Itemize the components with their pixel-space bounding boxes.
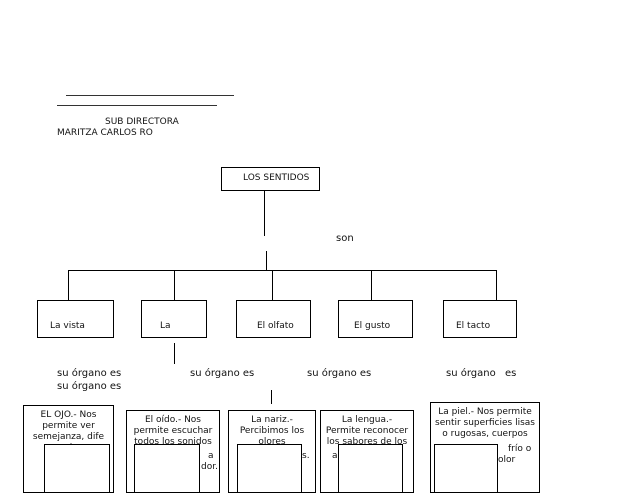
olfato-partial-s: s. <box>302 451 310 461</box>
connector-son-down <box>266 251 267 270</box>
drop-olfato <box>272 270 273 300</box>
sense-box-olfato: El olfato <box>236 300 311 338</box>
image-placeholder-tacto <box>434 444 498 493</box>
root-node: LOS SENTIDOS <box>221 167 320 191</box>
description-text-tacto: La piel.- Nos permite sentir superficies… <box>435 407 535 439</box>
description-text-gusto: La lengua.- Permite reconocer los sabore… <box>325 415 409 447</box>
tick-oido <box>174 343 175 364</box>
sense-box-oido: La <box>141 300 207 338</box>
tacto-partial-frio: frío o <box>508 444 532 454</box>
drop-vista <box>68 270 69 300</box>
signature-line-1 <box>66 95 234 96</box>
tick-olfato <box>271 390 272 404</box>
image-placeholder-vista <box>44 444 110 493</box>
sense-box-gusto: El gusto <box>338 300 413 338</box>
organ-label-oido: su órgano es <box>190 368 255 379</box>
sub-director-title: SUB DIRECTORA <box>105 117 179 127</box>
drop-tacto <box>496 270 497 300</box>
connector-label-son: son <box>336 233 354 244</box>
organ-label-tacto-1: su órgano <box>446 368 496 379</box>
sense-box-vista: La vista <box>37 300 114 338</box>
connector-root-down <box>264 191 265 236</box>
connector-horizontal <box>68 270 497 271</box>
sense-label-gusto: El gusto <box>354 321 391 331</box>
image-placeholder-gusto <box>338 444 403 493</box>
sense-label-olfato: El olfato <box>257 321 294 331</box>
oido-partial-dor: dor. <box>201 462 218 472</box>
gusto-partial-a: a <box>332 451 338 461</box>
drop-oido <box>174 270 175 300</box>
organ-label-tacto-2: es <box>505 368 517 379</box>
sense-box-tacto: El tacto <box>443 300 517 338</box>
image-placeholder-olfato <box>237 444 302 493</box>
signature-line-2 <box>57 105 217 106</box>
organ-label-vista-2: su órgano es <box>57 381 122 392</box>
tacto-partial-olor: olor <box>498 455 516 465</box>
director-name: MARITZA CARLOS RO <box>57 128 153 138</box>
oido-partial-a: a <box>208 451 214 461</box>
drop-gusto <box>371 270 372 300</box>
organ-label-olfato: su órgano es <box>307 368 372 379</box>
image-placeholder-oido <box>134 444 200 493</box>
sense-label-oido: La <box>160 321 171 331</box>
root-node-label: LOS SENTIDOS <box>243 173 310 183</box>
sense-label-tacto: El tacto <box>456 321 491 331</box>
organ-label-vista-1: su órgano es <box>57 368 122 379</box>
description-text-oido: El oído.- Nos permite escuchar todos los… <box>133 415 213 447</box>
sense-label-vista: La vista <box>50 321 85 331</box>
